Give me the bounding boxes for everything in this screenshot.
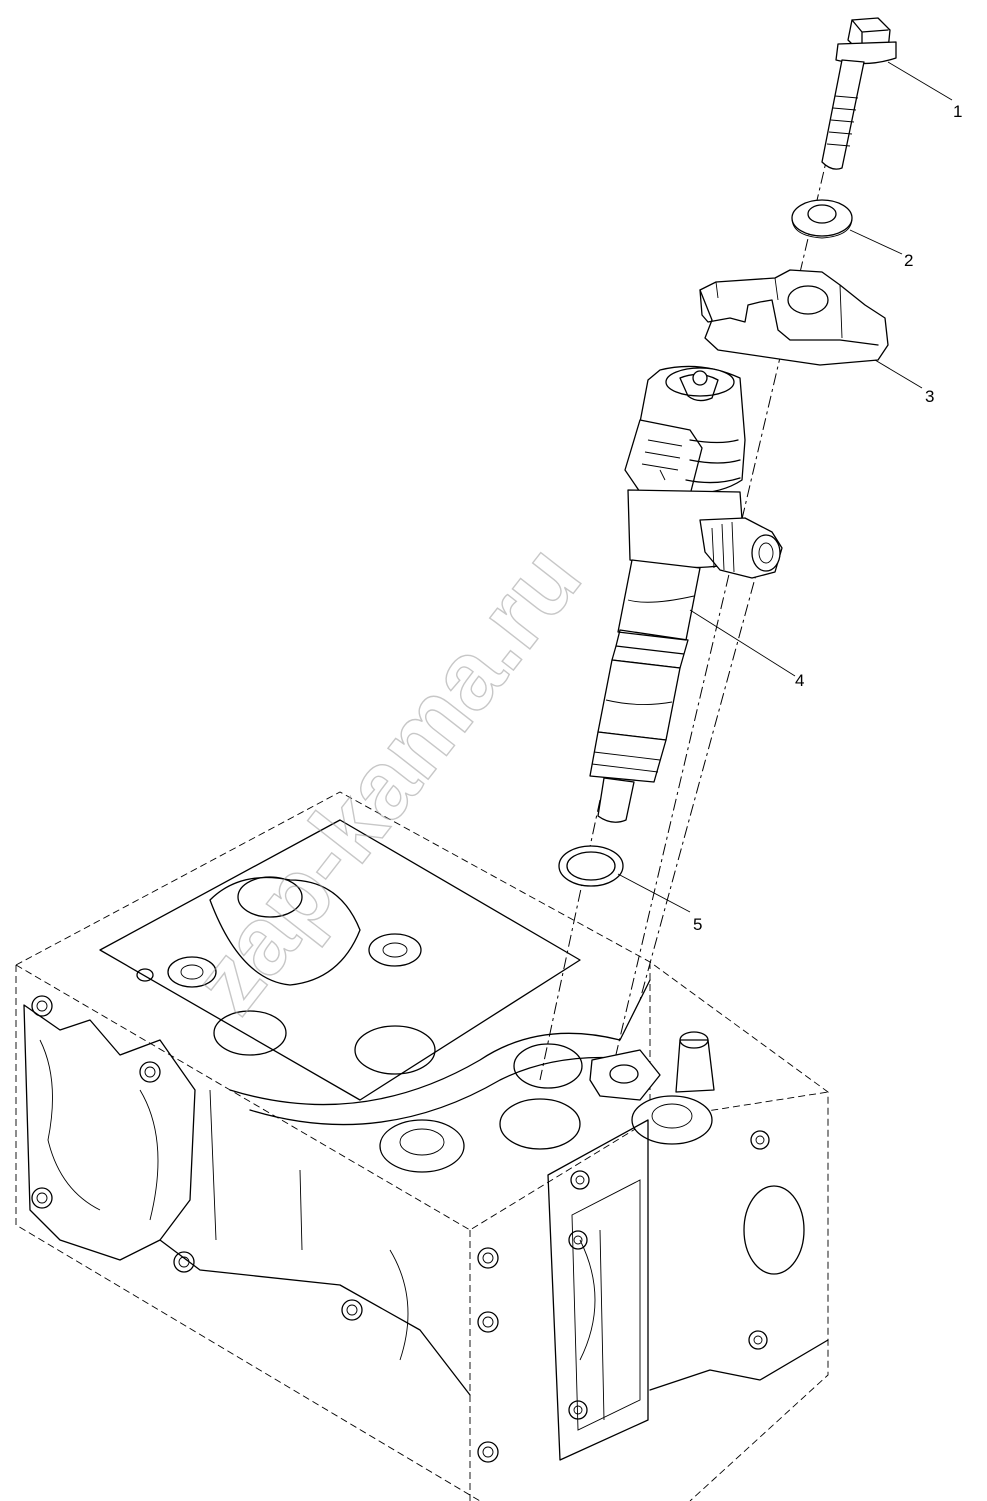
washer	[791, 199, 853, 239]
cylinder-head	[15, 791, 829, 1501]
callout-label-4: 4	[795, 671, 804, 690]
injector	[589, 365, 783, 823]
watermark: zap-kama.ru	[172, 526, 601, 1033]
o-ring	[558, 845, 624, 887]
bolt	[821, 17, 897, 170]
callout-label-1: 1	[953, 102, 962, 121]
leader-lines	[617, 61, 953, 913]
callout-label-3: 3	[925, 387, 934, 406]
callout-label-2: 2	[904, 251, 913, 270]
clamp	[699, 269, 889, 366]
callout-label-5: 5	[693, 915, 702, 934]
